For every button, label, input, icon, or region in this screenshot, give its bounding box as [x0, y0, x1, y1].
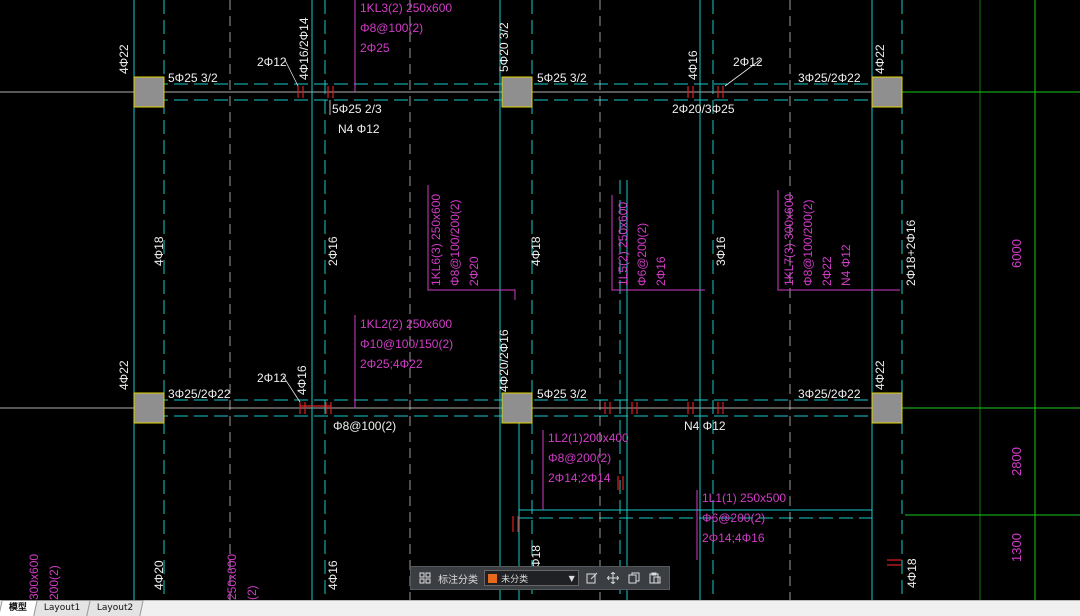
- label-mid-2phi18-2phi16: 2Φ18+2Φ16: [904, 219, 918, 286]
- column-3[interactable]: [871, 76, 903, 108]
- label-2phi20-3phi25: 2Φ20/3Φ25: [672, 102, 735, 116]
- column-label-4: 4Φ22: [873, 360, 887, 390]
- label-bot-2phi12: 2Φ12: [257, 371, 287, 385]
- l1-line-3: 2Φ14;4Φ16: [702, 531, 765, 545]
- label-mid-3phi16: 3Φ16: [714, 236, 728, 266]
- grid-icon[interactable]: [417, 570, 432, 586]
- label-top-beam-right: 3Φ25/2Φ22: [798, 71, 861, 85]
- dimension-1300: 1300: [1009, 533, 1024, 562]
- columns: [133, 76, 903, 424]
- kl2-line-1: 1KL2(2) 250x600: [360, 317, 452, 331]
- label-top-beam-left-2: 5Φ25 3/2: [537, 71, 587, 85]
- l2-line-3: 2Φ14;2Φ14: [548, 471, 611, 485]
- label-mid-4phi18-b: 4Φ18: [529, 236, 543, 266]
- category-color-swatch: [488, 573, 498, 583]
- l1-line-2: Φ6@200(2): [702, 511, 765, 525]
- kl3-line-3: 2Φ25: [360, 41, 390, 55]
- label-low-4phi20: 4Φ20: [152, 560, 166, 590]
- annotation-toolbar: 标注分类 未分类 ▼: [410, 566, 670, 590]
- label-bot-n4: N4 Φ12: [684, 419, 726, 433]
- column-label-2: 4Φ22: [873, 44, 887, 74]
- l5-line-2: Φ6@200(2): [635, 223, 649, 286]
- rebar-marks: [297, 86, 902, 566]
- drawing-canvas[interactable]: 5Φ25 3/2 5Φ25 3/2 3Φ25/2Φ22 5Φ25 2/3 N4 …: [0, 0, 1080, 600]
- category-select[interactable]: 未分类 ▼: [484, 570, 579, 586]
- grid-lines: [229, 0, 791, 600]
- l1-line-1: 1L1(1) 250x500: [702, 491, 786, 505]
- chevron-down-icon: ▼: [568, 573, 575, 583]
- dimension-2800: 2800: [1009, 447, 1024, 476]
- left-cut-label-1: 300x600: [27, 554, 41, 600]
- copy-icon[interactable]: [627, 570, 642, 586]
- kl6-line-3: 2Φ20: [467, 256, 481, 286]
- kl6-line-2: Φ8@100/200(2): [448, 200, 462, 286]
- dimension-6000: 6000: [1009, 239, 1024, 268]
- label-4phi16-2phi14: 4Φ16/2Φ14: [297, 17, 311, 80]
- tab-layout2[interactable]: Layout2: [86, 600, 145, 616]
- layout-tab-bar: 模型 Layout1 Layout2: [0, 600, 1080, 616]
- label-low-4phi18: 4Φ18: [905, 558, 919, 588]
- label-bot-4phi20-2phi16: 4Φ20/2Φ16: [497, 329, 511, 392]
- category-label: 标注分类: [438, 574, 479, 586]
- category-value: 未分类: [501, 574, 529, 585]
- left-cut-label-4: (2): [245, 585, 259, 600]
- column-6[interactable]: [871, 392, 903, 424]
- label-2phi12-b: 2Φ12: [733, 55, 763, 69]
- leader-lines: [354, 0, 900, 560]
- tab-layout1[interactable]: Layout1: [33, 600, 92, 616]
- kl7-line-3: 2Φ22: [820, 256, 834, 286]
- kl7-line-1: 1KL7(3) 300x600: [782, 194, 796, 286]
- column-4[interactable]: [133, 392, 165, 424]
- label-2phi12-a: 2Φ12: [257, 55, 287, 69]
- label-top-beam-left-1: 5Φ25 3/2: [168, 71, 218, 85]
- column-label-3: 4Φ22: [117, 360, 131, 390]
- label-bot-4phi16: 4Φ16: [295, 365, 309, 395]
- label-bot-left-beam: 3Φ25/2Φ22: [168, 387, 231, 401]
- label-low-4phi16: 4Φ16: [326, 560, 340, 590]
- l5-line-1: 1L5(2) 250x600: [616, 202, 630, 286]
- label-mid-4phi18-a: 4Φ18: [152, 236, 166, 266]
- label-top-mid-bottom: 5Φ25 2/3: [332, 102, 382, 116]
- label-low-phi18: Φ18: [529, 545, 543, 568]
- kl2-line-3: 2Φ25;4Φ22: [360, 357, 423, 371]
- white-leaders: [282, 59, 761, 403]
- l2-line-2: Φ8@200(2): [548, 451, 611, 465]
- edit-icon[interactable]: [585, 570, 600, 586]
- column-2[interactable]: [501, 76, 533, 108]
- label-bot-right-beam: 3Φ25/2Φ22: [798, 387, 861, 401]
- tab-model[interactable]: 模型: [0, 600, 38, 616]
- move-icon[interactable]: [606, 570, 621, 586]
- l5-line-3: 2Φ16: [654, 256, 668, 286]
- label-5phi20: 5Φ20 3/2: [497, 22, 511, 72]
- left-cut-label-2: 200(2): [47, 565, 61, 600]
- label-bot-5phi25: 5Φ25 3/2: [537, 387, 587, 401]
- kl2-line-2: Φ10@100/150(2): [360, 337, 453, 351]
- column-5[interactable]: [501, 392, 533, 424]
- kl3-line-2: Φ8@100(2): [360, 21, 423, 35]
- kl3-line-1: 1KL3(2) 250x600: [360, 1, 452, 15]
- kl7-line-4: N4 Φ12: [839, 244, 853, 286]
- left-cut-label-3: 250x600: [225, 554, 239, 600]
- label-bot-phi8: Φ8@100(2): [333, 419, 396, 433]
- column-label-1: 4Φ22: [117, 44, 131, 74]
- kl7-line-2: Φ8@100/200(2): [801, 200, 815, 286]
- label-top-4phi16: 4Φ16: [686, 50, 700, 80]
- paste-icon[interactable]: [648, 570, 663, 586]
- column-1[interactable]: [133, 76, 165, 108]
- label-mid-2phi16: 2Φ16: [326, 236, 340, 266]
- l2-line-1: 1L2(1)200x400: [548, 431, 629, 445]
- kl6-line-1: 1KL6(3) 250x600: [429, 194, 443, 286]
- label-top-n4: N4 Φ12: [338, 122, 380, 136]
- beam-lines-horizontal: [134, 83, 902, 519]
